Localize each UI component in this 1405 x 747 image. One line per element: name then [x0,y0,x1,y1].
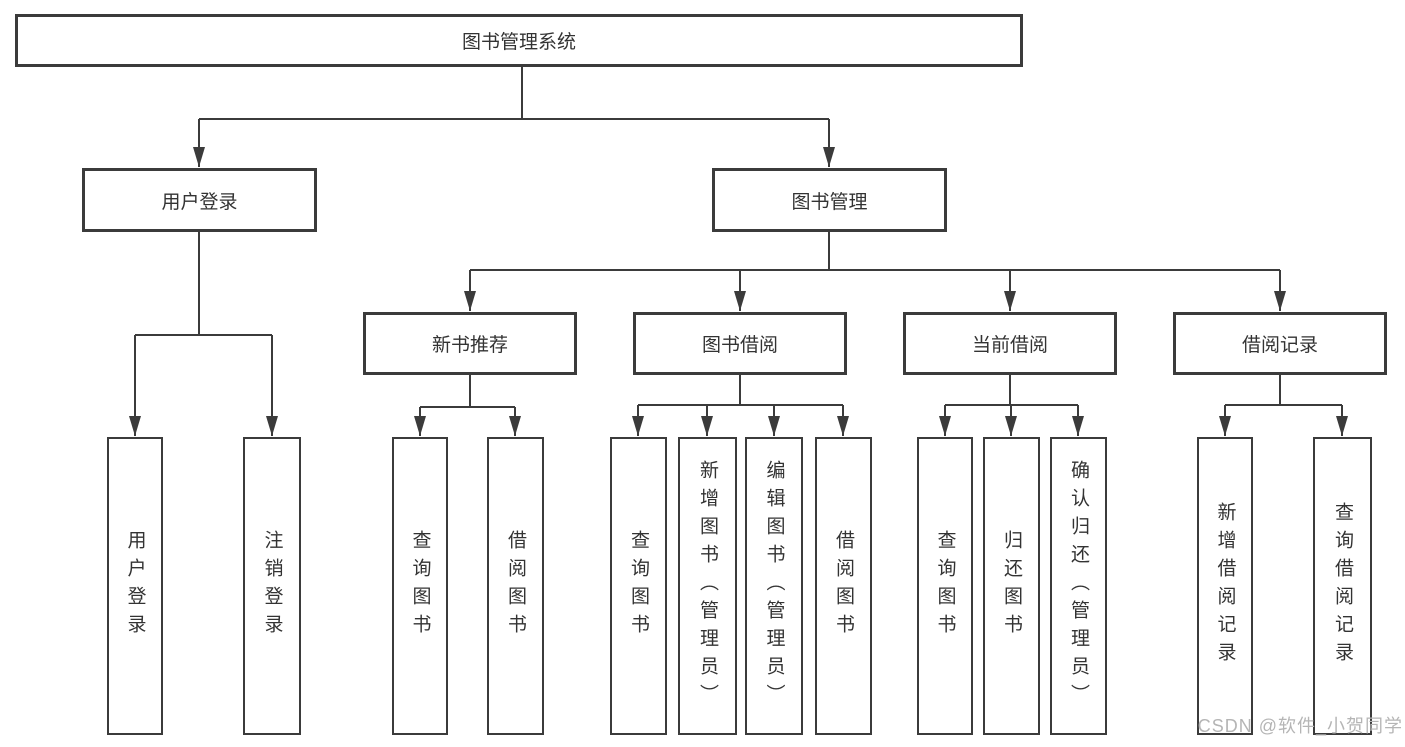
node-query-book-a: 查询图书 [392,437,448,735]
node-user-login-group: 用户登录 [82,168,317,232]
node-book-borrow: 图书借阅 [633,312,847,375]
node-user-login: 用户登录 [107,437,163,735]
node-borrow-book-b: 借阅图书 [815,437,872,735]
node-new-book-recommend: 新书推荐 [363,312,577,375]
node-book-management: 图书管理 [712,168,947,232]
node-return-book: 归还图书 [983,437,1040,735]
node-borrow-records: 借阅记录 [1173,312,1387,375]
node-current-borrow: 当前借阅 [903,312,1117,375]
node-root: 图书管理系统 [15,14,1023,67]
node-query-book-c: 查询图书 [917,437,973,735]
node-logout: 注销登录 [243,437,301,735]
node-edit-book-admin: 编辑图书（管理员） [745,437,803,735]
node-add-book-admin: 新增图书（管理员） [678,437,737,735]
watermark: CSDN @软件_小贺同学 [1197,716,1403,736]
node-borrow-book-a: 借阅图书 [487,437,544,735]
node-root-label: 图书管理系统 [461,32,576,53]
node-query-borrow-record: 查询借阅记录 [1313,437,1372,735]
node-query-book-b: 查询图书 [610,437,667,735]
node-confirm-return-admin: 确认归还（管理员） [1050,437,1107,735]
node-add-borrow-record: 新增借阅记录 [1197,437,1253,735]
